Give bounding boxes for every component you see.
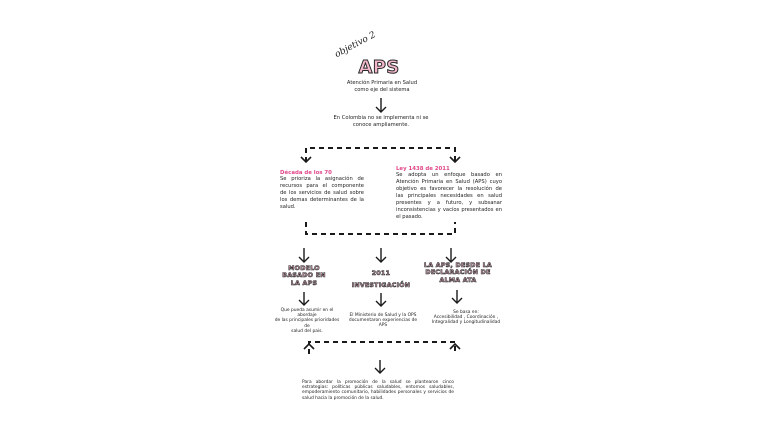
branch-text-investigacion: El Ministerio de Salud y la OPS document… bbox=[348, 313, 418, 329]
intro-text: En Colombia no se implementa ni se conoc… bbox=[333, 115, 429, 128]
branch-title-investigacion: 2011 INVESTIGACIÓN bbox=[351, 270, 411, 290]
dashed-bracket-middle bbox=[305, 222, 456, 235]
branch-text-modelo: Que pueda asumir en el abordaje de las p… bbox=[274, 308, 340, 334]
page-title: APS bbox=[358, 57, 400, 79]
branch-text-alma-ata: Se basa en: Accesibilidad , Coordinación… bbox=[431, 310, 501, 326]
page-subtitle: Atención Primaria en Salud como eje del … bbox=[346, 80, 418, 93]
branch-title-alma-ata: LA APS, DESDE LA DECLARACIÓN DE ALMA ATA bbox=[423, 262, 493, 284]
conclusion-text: Para abordar la promoción de la salud se… bbox=[302, 380, 454, 401]
left-block-text: Se prioriza la asignación de recursos pa… bbox=[280, 176, 364, 210]
right-block: Ley 1438 de 2011 Se adopta un enfoque ba… bbox=[396, 166, 502, 221]
branch-arrows bbox=[298, 248, 463, 307]
left-block-label: Década de los 70 bbox=[280, 170, 332, 176]
dashed-bracket-top bbox=[305, 147, 456, 162]
right-block-label: Ley 1438 de 2011 bbox=[396, 166, 450, 172]
left-block: Década de los 70 Se prioriza la asignaci… bbox=[280, 170, 364, 211]
branch-title-modelo: MODELO BASADO EN LA APS bbox=[282, 265, 326, 287]
right-block-text: Se adopta un enfoque basado en Atención … bbox=[396, 172, 502, 220]
dashed-bracket-bottom bbox=[308, 341, 456, 354]
